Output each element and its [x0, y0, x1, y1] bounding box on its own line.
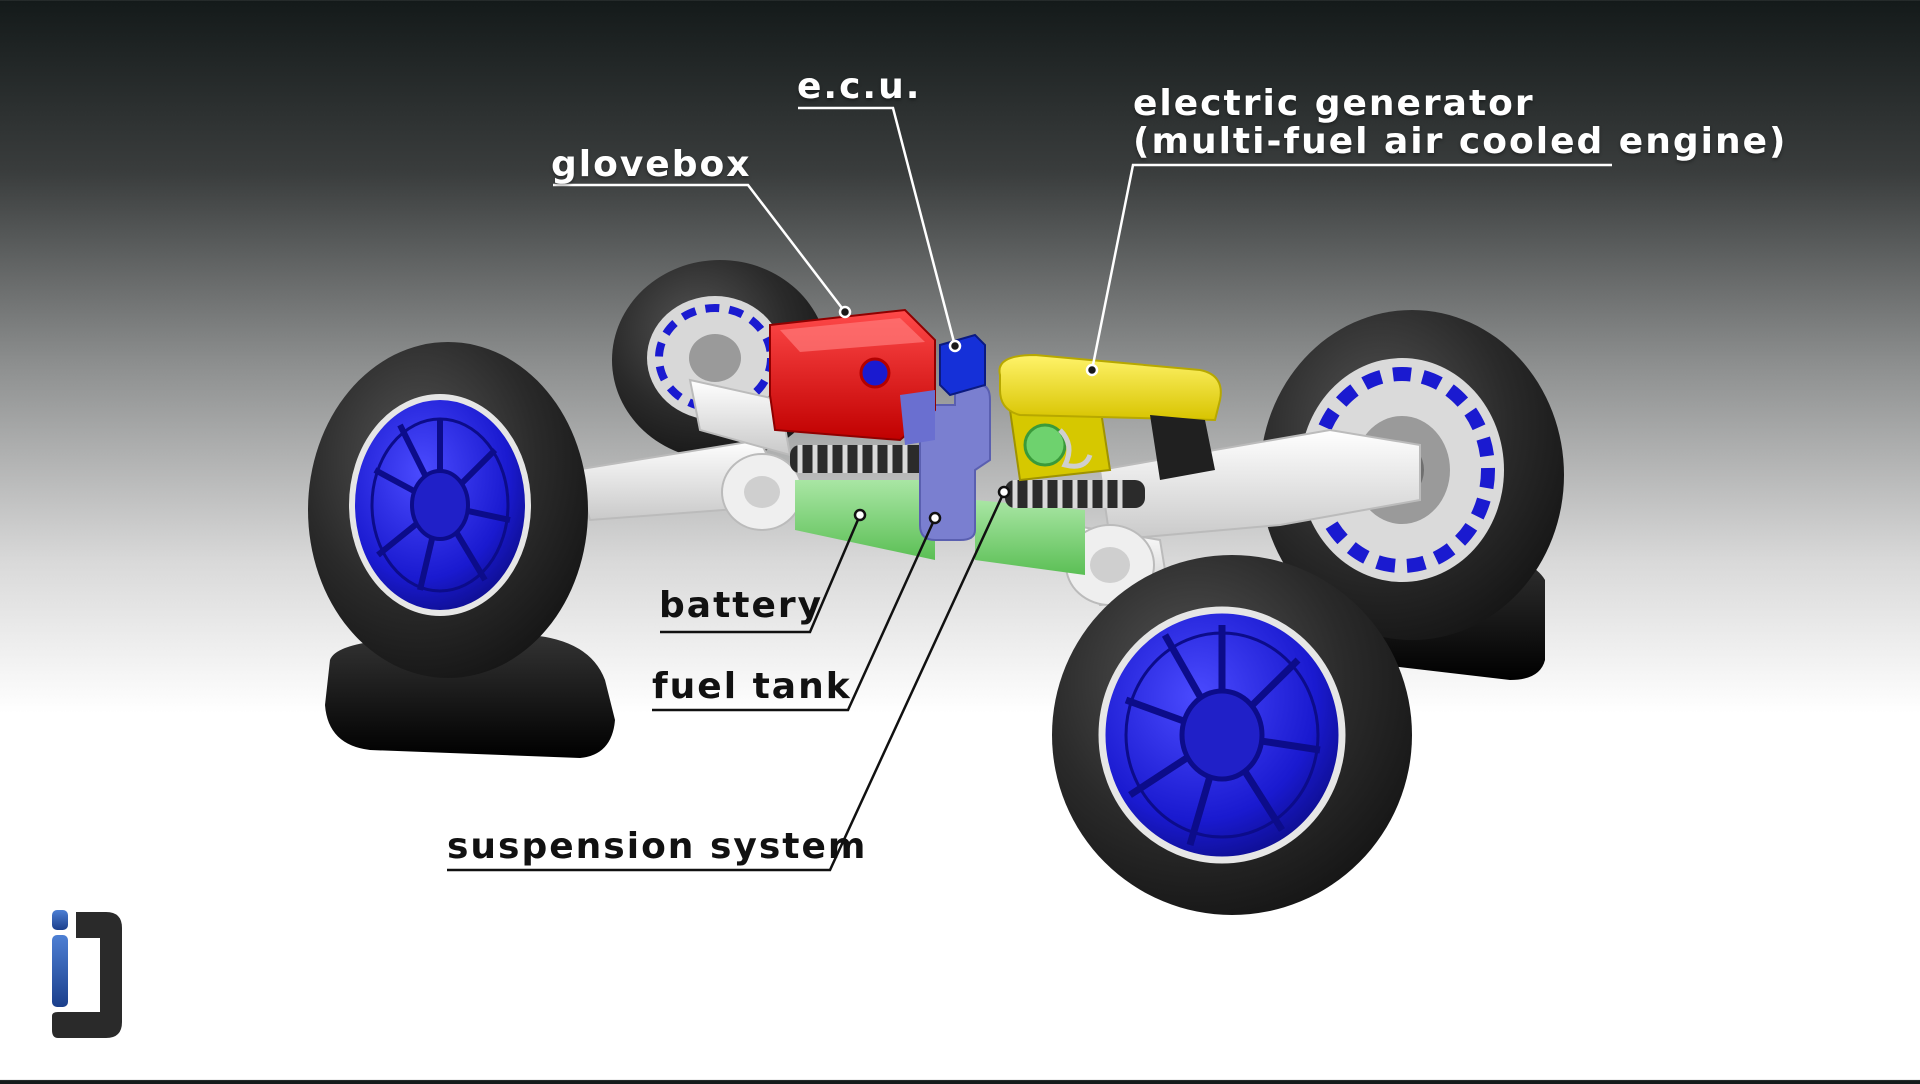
ecu-label: e.c.u.: [797, 66, 922, 107]
glovebox-part: [769, 308, 936, 445]
ecu-dot: [948, 339, 962, 353]
id-logo: [52, 910, 122, 1038]
generator-leader: [1090, 163, 1612, 371]
battery-dot: [853, 508, 867, 522]
callout-lines: [447, 106, 1612, 872]
generator-label-line2: (multi-fuel air cooled engine): [1133, 121, 1788, 162]
generator-label-line1: electric generator: [1133, 83, 1535, 124]
generator-dot: [1085, 363, 1099, 377]
suspension-dot: [997, 485, 1011, 499]
battery-block: [795, 480, 1085, 575]
glovebox-dot: [838, 305, 852, 319]
ecu-part: [939, 333, 986, 397]
suspension-springs: [790, 445, 1145, 508]
suspension-leader: [447, 491, 1006, 872]
glovebox-leader: [553, 183, 846, 313]
generator-part: [998, 353, 1222, 482]
suspension-label: suspension system: [447, 826, 868, 867]
fuel-tank-dot: [928, 511, 942, 525]
fuel-tank-label: fuel tank: [652, 666, 852, 707]
battery-leader: [660, 514, 862, 634]
ecu-leader: [798, 106, 957, 347]
battery-label: battery: [659, 585, 824, 626]
front-left-wheel: [308, 342, 615, 758]
glovebox-label: glovebox: [551, 144, 752, 185]
front-right-wheel: [1052, 555, 1412, 915]
rear-left-wheel: [612, 260, 828, 460]
fuel-tank-leader: [652, 517, 937, 712]
